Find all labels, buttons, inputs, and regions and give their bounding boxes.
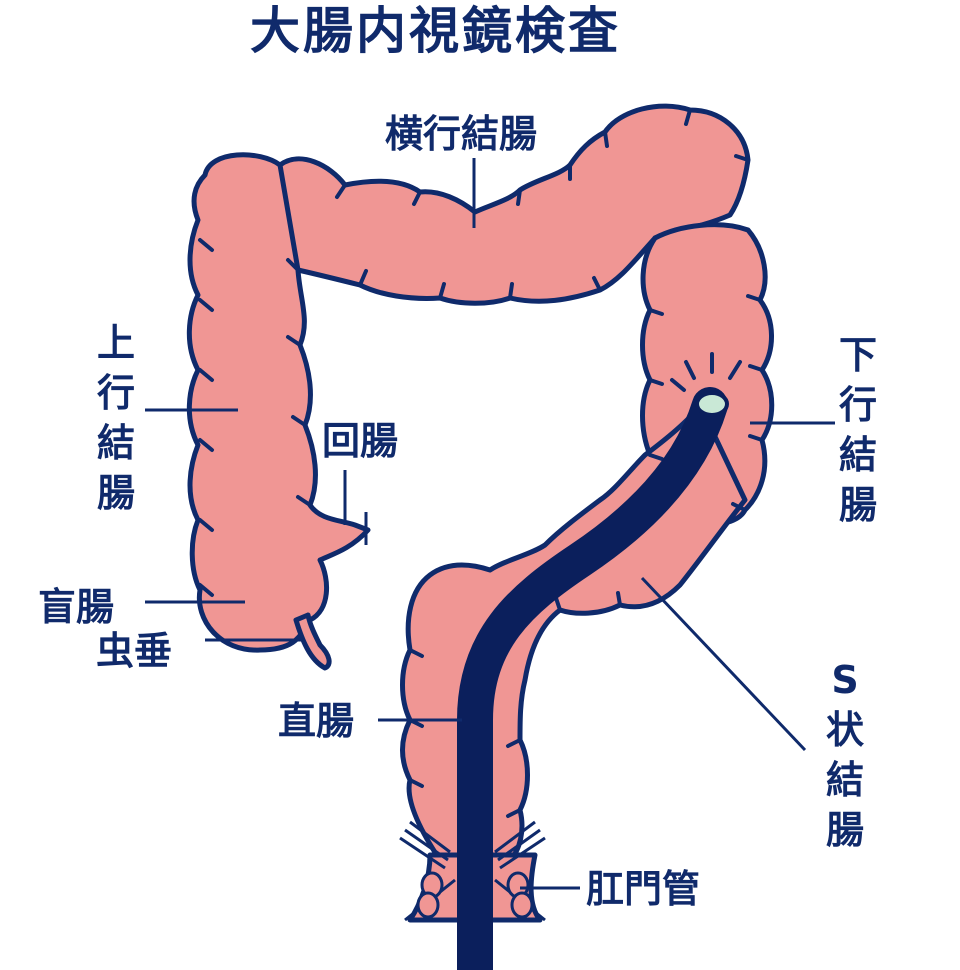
appendix-shape [293,612,332,671]
label-anal-canal: 肛門管 [586,867,701,911]
label-transverse-colon: 横行結腸 [385,112,538,156]
transverse-colon-shape [277,103,751,306]
anal-sphincter-icon [399,820,546,922]
endoscope-icon [457,387,728,970]
label-rectum: 直腸 [278,699,355,743]
leader-ileum [343,470,368,545]
label-cecum: 盲腸 [38,585,115,629]
page-title: 大腸内視鏡検査 [250,2,621,60]
endoscope-light-icon [695,391,729,417]
label-appendix: 虫垂 [96,629,173,673]
label-ileum: 回腸 [322,419,399,463]
leader-sigmoid [640,576,807,752]
light-rays-icon [670,352,742,392]
label-descending-colon: 下行結腸 [838,333,877,527]
label-sigmoid-colon: S状結腸 [825,658,864,852]
label-ascending-colon: 上行結腸 [96,321,135,515]
